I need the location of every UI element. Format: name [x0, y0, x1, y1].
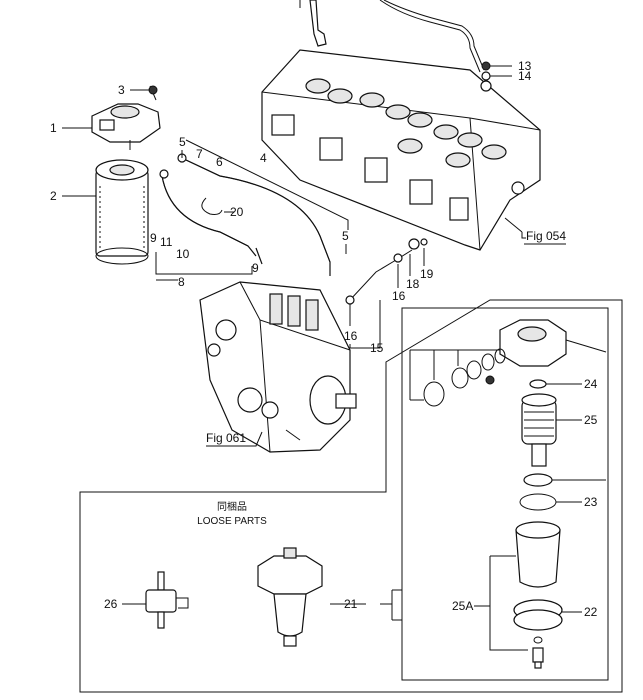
fig-061-ref: Fig 061	[206, 431, 246, 445]
fuel-filter-cartridge	[95, 159, 149, 265]
callout-2: 2	[50, 189, 57, 203]
hose-clip	[201, 197, 223, 215]
loose-parts-frame: 同梱品 LOOSE PARTS	[79, 299, 623, 693]
filter-element	[521, 379, 582, 467]
callout-25: 25	[584, 413, 598, 427]
banjo-bolt	[480, 61, 512, 92]
exploded-seals	[409, 348, 506, 407]
drain-plug	[532, 636, 544, 669]
callout-4: 4	[260, 151, 267, 165]
callout-5-upper: 5	[179, 135, 186, 149]
inline-filter: 26	[104, 571, 189, 629]
callout-26: 26	[104, 597, 118, 611]
callout-9-left: 9	[150, 231, 157, 245]
return-pipe	[345, 238, 428, 305]
fuel-filter-head	[91, 85, 161, 150]
callout-14: 14	[518, 69, 532, 83]
head-ports	[271, 114, 469, 221]
callout-1: 1	[50, 121, 57, 135]
callout-9-right: 9	[252, 261, 259, 275]
fuel-hoses	[159, 153, 331, 276]
callout-7: 7	[196, 147, 203, 161]
cylinder-head	[261, 49, 541, 251]
loose-parts-title-en: LOOSE PARTS	[197, 516, 267, 527]
callout-16-left: 16	[344, 329, 358, 343]
callout-18: 18	[406, 277, 420, 291]
callout-16-right: 16	[392, 289, 406, 303]
callout-19: 19	[420, 267, 434, 281]
callout-13: 13	[518, 59, 532, 73]
callout-24: 24	[584, 377, 598, 391]
callout-21: 21	[344, 597, 358, 611]
callout-6: 6	[216, 155, 223, 169]
injector-pipe	[299, 0, 485, 73]
callout-23: 23	[584, 495, 598, 509]
callout-10: 10	[176, 247, 190, 261]
separator-head	[499, 319, 607, 367]
callout-5-lower: 5	[342, 229, 349, 243]
filter-bowl	[489, 521, 561, 651]
callout-8: 8	[178, 275, 185, 289]
callout-11: 11	[160, 235, 173, 249]
fig-054-ref: Fig 054	[526, 229, 566, 243]
callout-3: 3	[118, 83, 125, 97]
callout-22: 22	[584, 605, 598, 619]
callout-20: 20	[230, 205, 244, 219]
injection-pump	[199, 281, 357, 453]
exploded-callouts: 24 25 23 22 25A	[452, 377, 598, 619]
loose-parts-title-jp: 同梱品	[217, 500, 247, 513]
valve-pockets	[305, 78, 507, 168]
callout-25a: 25A	[452, 599, 473, 613]
upper-callouts: 1 2 3 5 7 6 4 5 20 9 11 10 9 8 13 14 Fig…	[50, 59, 566, 447]
water-separator: 21	[257, 547, 402, 647]
retaining-ring	[513, 599, 582, 631]
bowl-oring	[519, 473, 606, 511]
